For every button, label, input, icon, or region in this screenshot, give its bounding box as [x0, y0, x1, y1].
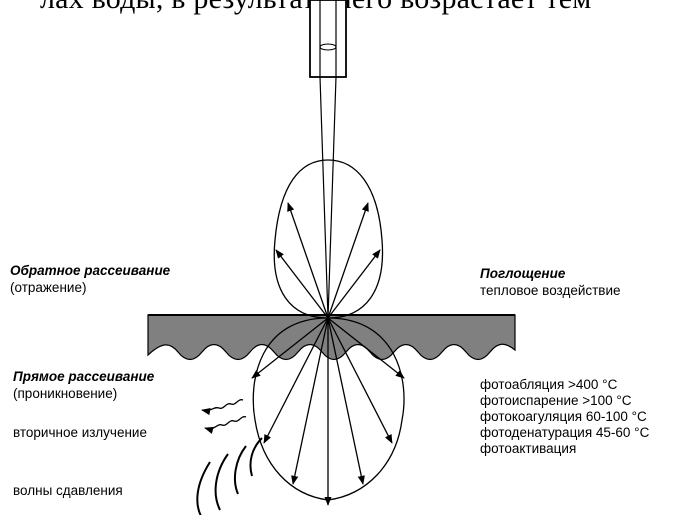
secondary-radiation-arrows: [202, 400, 246, 429]
laser-fiber: [310, 0, 346, 77]
back-scatter-subtitle: (отражение): [10, 280, 86, 296]
effect-item-photocoagulation: фотокоагуляция 60-100 °C: [480, 409, 649, 425]
absorption-title: Поглощение: [480, 266, 565, 282]
forward-scatter-subtitle: (проникновение): [13, 386, 117, 402]
secondary-radiation-label: вторичное излучение: [13, 425, 147, 441]
effect-item-photoablation: фотоабляция >400 °C: [480, 377, 649, 393]
back-scatter-title: Обратное рассеивание: [10, 263, 170, 279]
effect-item-photodenaturation: фотоденатурация 45-60 °C: [480, 425, 649, 441]
effects-list: фотоабляция >400 °C фотоиспарение >100 °…: [480, 377, 649, 457]
laser-beam: [320, 77, 336, 318]
absorption-subtitle: тепловое воздействие: [480, 283, 621, 299]
effect-item-photovaporization: фотоиспарение >100 °C: [480, 393, 649, 409]
pressure-waves-label: волны сдавления: [13, 483, 123, 499]
forward-scatter-title: Прямое рассеивание: [13, 369, 154, 385]
pressure-wave-arcs: [197, 438, 262, 515]
effect-item-photoactivation: фотоактивация: [480, 441, 649, 457]
